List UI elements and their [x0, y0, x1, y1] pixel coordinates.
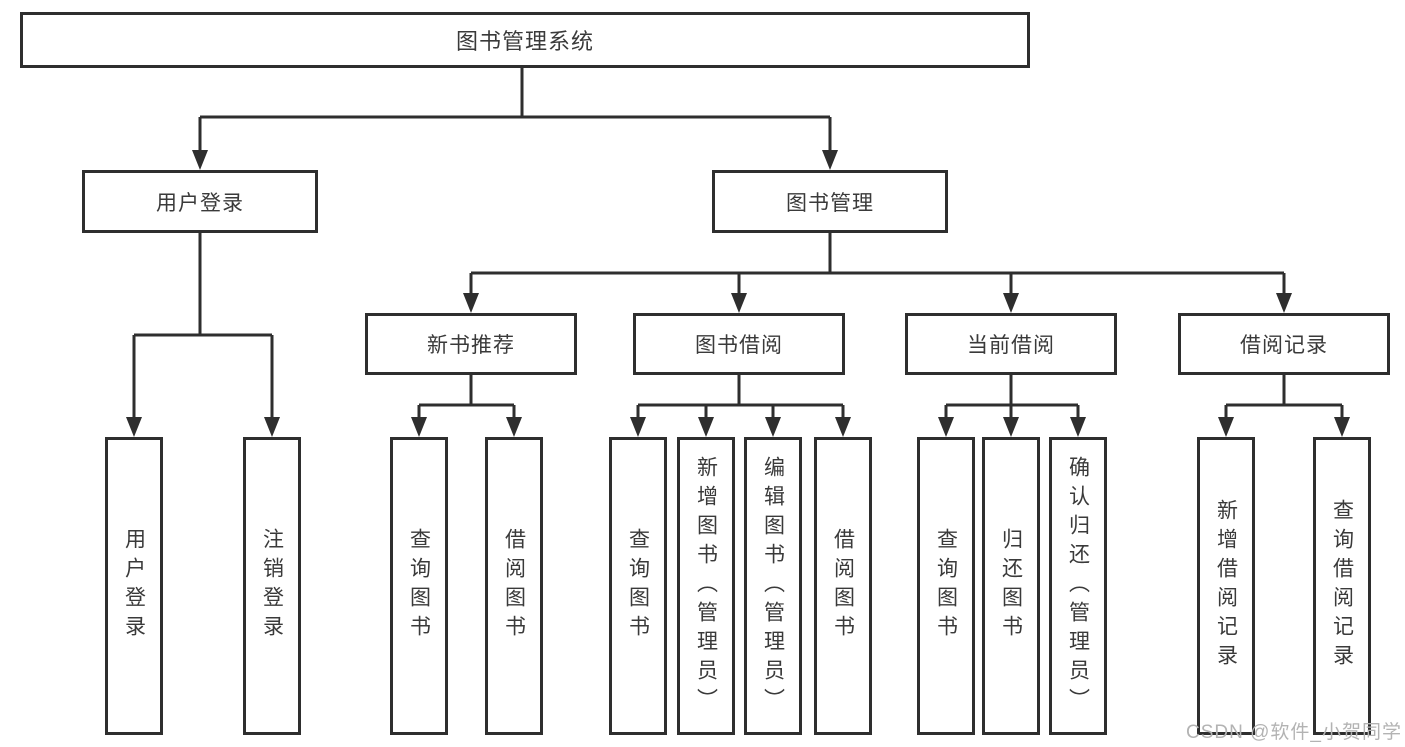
node-book-management: 图书管理: [712, 170, 948, 233]
node-root: 图书管理系统: [20, 12, 1030, 68]
leaf-logout: 注销登录: [243, 437, 301, 735]
leaf-query-books-recommend: 查询图书: [390, 437, 448, 735]
leaf-add-books-admin-label: 新增图书（管理员）: [694, 455, 718, 717]
leaf-confirm-return-admin-label: 确认归还（管理员）: [1066, 455, 1090, 717]
leaf-query-books-current: 查询图书: [917, 437, 975, 735]
leaf-query-books-current-label: 查询图书: [934, 528, 958, 644]
node-book-borrowing: 图书借阅: [633, 313, 845, 375]
leaf-add-books-admin: 新增图书（管理员）: [677, 437, 735, 735]
leaf-query-books-borrowing-label: 查询图书: [626, 528, 650, 644]
leaf-edit-books-admin-label: 编辑图书（管理员）: [761, 455, 785, 717]
leaf-borrow-books-recommend-label: 借阅图书: [502, 528, 526, 644]
node-user-login-label: 用户登录: [156, 191, 244, 215]
leaf-query-borrow-record-label: 查询借阅记录: [1330, 499, 1354, 673]
leaf-edit-books-admin: 编辑图书（管理员）: [744, 437, 802, 735]
leaf-add-borrow-record: 新增借阅记录: [1197, 437, 1255, 735]
leaf-logout-label: 注销登录: [260, 528, 284, 644]
leaf-return-books-label: 归还图书: [999, 528, 1023, 644]
leaf-return-books: 归还图书: [982, 437, 1040, 735]
leaf-query-books-recommend-label: 查询图书: [407, 528, 431, 644]
node-borrowing-records: 借阅记录: [1178, 313, 1390, 375]
node-book-management-label: 图书管理: [786, 191, 874, 215]
leaf-query-books-borrowing: 查询图书: [609, 437, 667, 735]
leaf-user-login-label: 用户登录: [122, 528, 146, 644]
leaf-user-login: 用户登录: [105, 437, 163, 735]
leaf-add-borrow-record-label: 新增借阅记录: [1214, 499, 1238, 673]
leaf-borrow-books-borrowing-label: 借阅图书: [831, 528, 855, 644]
node-new-book-recommend-label: 新书推荐: [427, 334, 515, 357]
node-book-borrowing-label: 图书借阅: [695, 334, 783, 357]
leaf-borrow-books-recommend: 借阅图书: [485, 437, 543, 735]
arrowheads: [126, 150, 1350, 437]
node-new-book-recommend: 新书推荐: [365, 313, 577, 375]
node-current-borrowing: 当前借阅: [905, 313, 1117, 375]
csdn-watermark: CSDN @软件_小贺同学: [1186, 722, 1402, 743]
leaf-query-borrow-record: 查询借阅记录: [1313, 437, 1371, 735]
leaf-confirm-return-admin: 确认归还（管理员）: [1049, 437, 1107, 735]
node-root-label: 图书管理系统: [455, 29, 594, 54]
node-current-borrowing-label: 当前借阅: [967, 334, 1055, 357]
node-borrowing-records-label: 借阅记录: [1240, 334, 1328, 357]
leaf-borrow-books-borrowing: 借阅图书: [814, 437, 872, 735]
node-user-login: 用户登录: [82, 170, 318, 233]
